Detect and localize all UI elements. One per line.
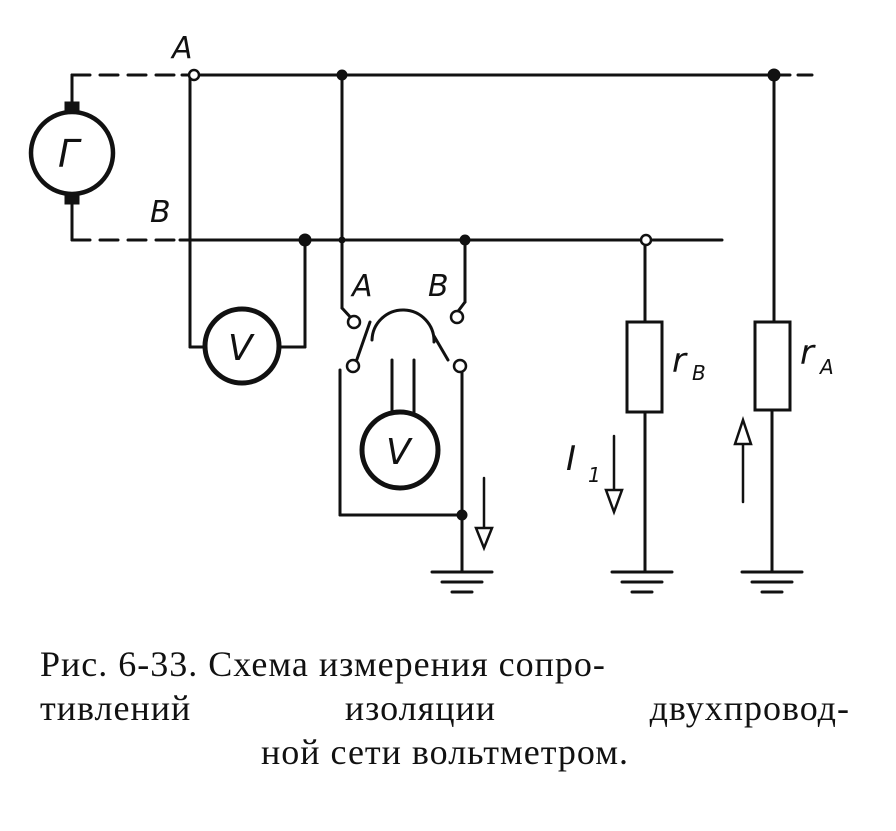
- arrow-down-ground: [474, 476, 494, 552]
- arrow-up-ra: [733, 416, 753, 504]
- label-resistor-a-sub: A: [818, 355, 834, 379]
- label-switch-a: A: [350, 269, 373, 304]
- switch-blade-left: [354, 320, 372, 364]
- generator: [28, 101, 116, 205]
- label-line-a: A: [170, 31, 193, 66]
- resistor-ra: [753, 320, 792, 412]
- switch-blade-right: [432, 334, 450, 362]
- switch-contact-bl: [345, 358, 361, 374]
- label-current: I: [566, 439, 576, 479]
- junction-b-vm1: [298, 233, 312, 247]
- ground-3: [740, 570, 804, 594]
- label-resistor-b: r: [672, 341, 688, 381]
- voltmeter-2: [359, 409, 441, 491]
- label-generator: Г: [58, 132, 82, 176]
- label-voltmeter-2: V: [386, 432, 413, 473]
- caption-line-3: ной сети вольтметром.: [261, 732, 629, 772]
- caption-line-2: тивлений изоляции двухпровод-: [40, 688, 850, 728]
- label-voltmeter-1: V: [228, 328, 255, 369]
- resistor-rb: [625, 320, 664, 414]
- figure-caption: Рис. 6-33. Схема измерения сопро- тивлен…: [40, 642, 850, 774]
- switch-contact-br: [452, 358, 468, 374]
- terminal-a: [187, 68, 201, 82]
- label-resistor-b-sub: B: [692, 361, 706, 385]
- label-current-sub: 1: [588, 463, 601, 487]
- junction-b-switch: [459, 234, 471, 246]
- label-resistor-a: r: [800, 333, 816, 373]
- junction-a-switch: [336, 69, 348, 81]
- junction-ground: [456, 509, 468, 521]
- ground-1: [430, 570, 494, 594]
- voltmeter-1: [202, 306, 282, 386]
- circuit-diagram: A B Г V V A B r B r A I 1: [28, 31, 834, 594]
- junction-a-ra: [767, 68, 781, 82]
- terminal-rb: [639, 233, 653, 247]
- junction-b-left: [338, 236, 346, 244]
- label-line-b: B: [150, 195, 171, 230]
- switch-contact-tr: [449, 309, 465, 325]
- caption-line-1: Рис. 6-33. Схема измерения сопро-: [40, 644, 606, 684]
- switch-contact-tl: [346, 314, 362, 330]
- label-switch-b: B: [428, 269, 449, 304]
- ground-2: [610, 570, 674, 594]
- arrow-down-i1: [604, 434, 624, 516]
- switch-contact-arc: [370, 308, 436, 344]
- voltmeter-2-stem: [390, 358, 416, 414]
